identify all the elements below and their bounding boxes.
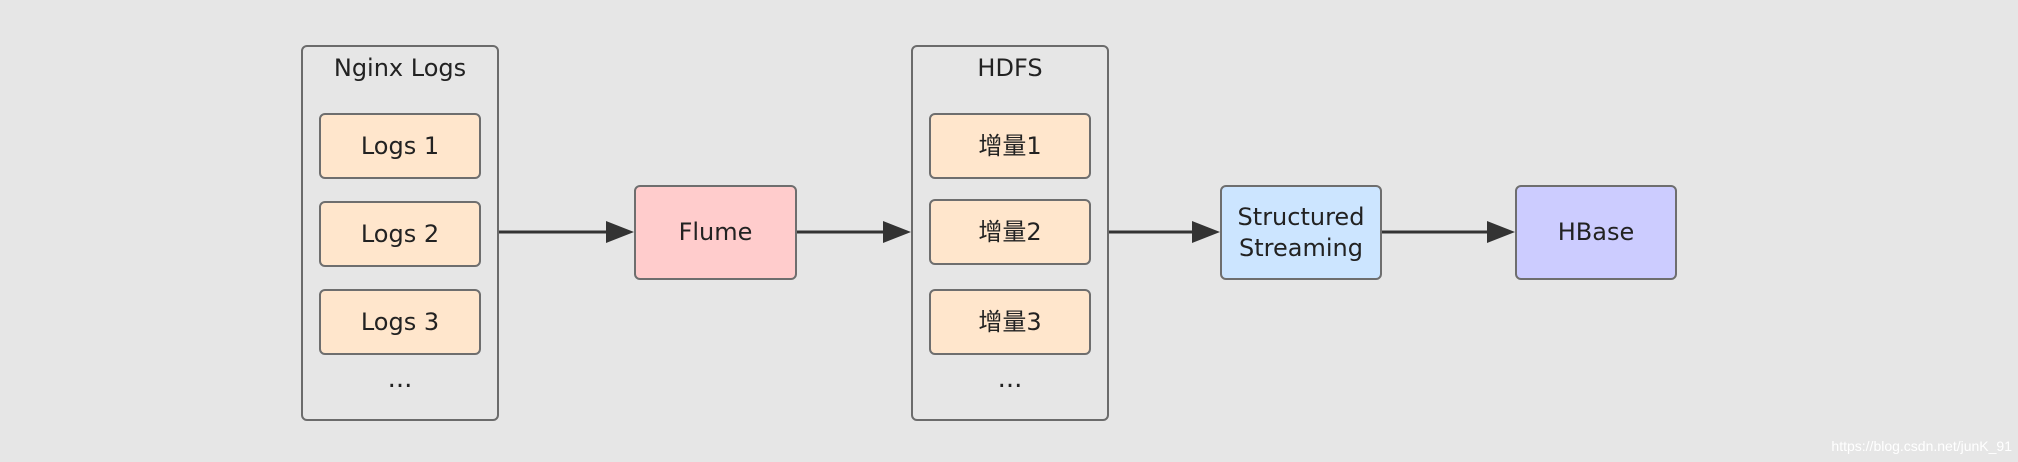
arrow-streaming-to-hbase	[1382, 221, 1515, 243]
arrow-hdfs-to-streaming	[1109, 221, 1220, 243]
increment-1-node: 增量1	[929, 113, 1091, 179]
hdfs-ellipsis: ...	[997, 364, 1023, 394]
hbase-node: HBase	[1515, 185, 1677, 280]
watermark-text: https://blog.csdn.net/junK_91	[1831, 438, 2012, 454]
nginx-logs-ellipsis: ...	[387, 364, 413, 394]
increment-2-node: 增量2	[929, 199, 1091, 265]
logs-2-node: Logs 2	[319, 201, 481, 267]
arrow-nginx-to-flume	[499, 221, 634, 243]
logs-1-node: Logs 1	[319, 113, 481, 179]
hdfs-title: HDFS	[977, 54, 1043, 82]
flume-node: Flume	[634, 185, 797, 280]
arrow-flume-to-hdfs	[797, 221, 911, 243]
structured-streaming-line-2: Streaming	[1239, 233, 1363, 262]
structured-streaming-node: Structured Streaming	[1220, 185, 1382, 280]
increment-3-node: 增量3	[929, 289, 1091, 355]
structured-streaming-line-1: Structured	[1237, 202, 1365, 231]
logs-3-node: Logs 3	[319, 289, 481, 355]
nginx-logs-title: Nginx Logs	[333, 54, 467, 82]
